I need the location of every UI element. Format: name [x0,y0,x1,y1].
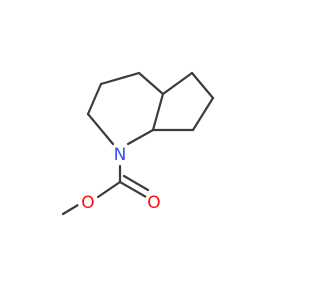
bond-c2-c3 [86,82,103,116]
bond-c4a-c7a [151,92,165,132]
bond-c5-c6 [190,71,215,100]
bond-n1-c2 [86,112,115,146]
bond-c8-o1 [96,180,122,199]
bond-c6-c7 [191,96,215,132]
atom-label-carbonyl-oxygen: O [147,193,160,213]
bond-c4a-c5 [161,71,194,96]
atom-label-nitrogen: N [114,145,127,165]
atom-n1: N [110,145,130,165]
bond-c4-c4a [137,71,165,96]
bond-c7a-n1 [126,128,155,146]
bonds [61,71,215,216]
bond-c8-o2-double-a [118,180,148,199]
molecule-structure: N O O [61,71,215,216]
atom-o1: O [78,193,98,213]
atom-o2: O [144,193,164,213]
atom-labels: N O O [78,145,164,213]
bond-c8-o2-double-b [122,174,150,192]
bond-o1-ch3 [61,203,80,216]
bond-c3-c4 [99,71,141,86]
atom-label-ester-oxygen: O [81,193,94,213]
